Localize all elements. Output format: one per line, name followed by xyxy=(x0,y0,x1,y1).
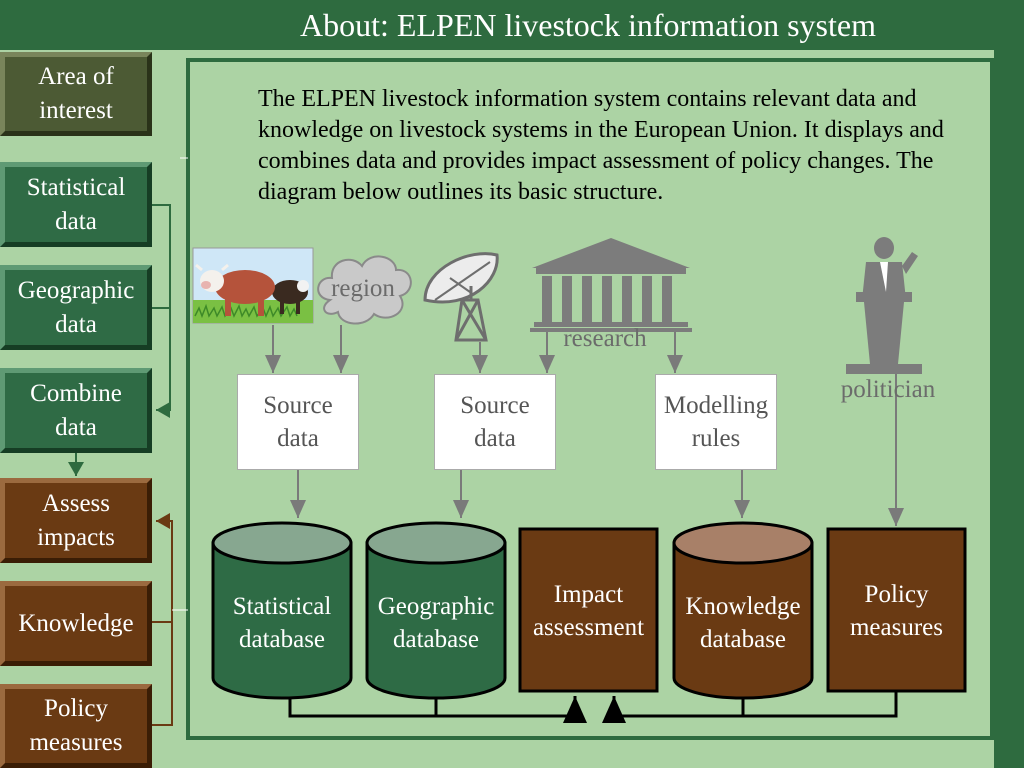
bottom-connectors xyxy=(288,691,898,723)
nav-label-line: Area of xyxy=(38,63,114,90)
knowledge-database-cylinder xyxy=(672,521,814,700)
db-label-line: database xyxy=(699,626,787,653)
research-label: research xyxy=(563,325,647,352)
nav-label-line: impacts xyxy=(37,523,115,551)
nav-label-line: Combine xyxy=(30,379,122,407)
politician-icon xyxy=(846,237,922,374)
satellite-dish-icon xyxy=(423,252,499,342)
db-label-line: measures xyxy=(849,614,944,641)
geographic-database-cylinder xyxy=(365,521,507,700)
db-label-line: Knowledge xyxy=(685,593,801,620)
nav-combine-data[interactable]: Combine data xyxy=(0,368,152,453)
geographic-database-label: Geographic database xyxy=(362,590,510,656)
db-label-line: assessment xyxy=(532,614,645,641)
nav-label-line: Knowledge xyxy=(18,609,134,637)
statistical-database-label: Statistical database xyxy=(213,590,351,656)
doc-label-line: rules xyxy=(691,425,741,452)
source-data-box-2: Source data xyxy=(435,375,555,469)
doc-label-line: data xyxy=(474,425,516,452)
nav-label-line: Geographic xyxy=(17,276,135,304)
right-border-strip xyxy=(994,50,1024,768)
policy-measures-box xyxy=(826,527,967,693)
doc-label-line: Source xyxy=(263,392,333,419)
doc-label-line: Source xyxy=(460,392,530,419)
db-label-line: Statistical xyxy=(232,593,332,620)
impact-assessment-box xyxy=(518,527,659,693)
db-label-line: Geographic xyxy=(377,593,495,620)
modelling-rules-box: Modelling rules xyxy=(656,375,776,469)
nav-label-line: Policy xyxy=(44,695,108,722)
nav-label-line: data xyxy=(55,207,97,235)
region-cloud-icon xyxy=(317,255,412,325)
page-title: About: ELPEN livestock information syste… xyxy=(300,7,876,43)
nav-label-line: data xyxy=(55,413,97,441)
impact-assessment-label: Impact assessment xyxy=(520,578,657,644)
region-label: region xyxy=(331,275,395,302)
doc-label-line: Modelling xyxy=(663,392,769,419)
db-label-line: Policy xyxy=(864,581,929,608)
title-bar xyxy=(0,0,1024,50)
nav-label-line: data xyxy=(55,310,97,338)
research-building-icon xyxy=(530,238,692,332)
nav-label-line: Statistical xyxy=(26,173,126,201)
nav-policy-measures[interactable]: Policy measures xyxy=(0,684,152,768)
nav-connectors xyxy=(68,157,188,726)
source-data-box-1: Source data xyxy=(238,375,358,469)
description-text: The ELPEN livestock information system c… xyxy=(258,86,944,205)
nav-label-line: measures xyxy=(29,729,123,756)
politician-label: politician xyxy=(840,376,936,403)
statistical-database-cylinder xyxy=(211,521,353,700)
nav-assess-impacts[interactable]: Assess impacts xyxy=(0,478,152,563)
nav-label-line: interest xyxy=(39,97,113,124)
nav-knowledge[interactable]: Knowledge xyxy=(0,581,152,666)
cattle-icon xyxy=(192,247,314,324)
nav-statistical-data[interactable]: Statistical data xyxy=(0,162,152,247)
nav-area-of-interest[interactable]: Area of interest xyxy=(0,52,152,136)
db-label-line: database xyxy=(238,626,326,653)
knowledge-database-label: Knowledge database xyxy=(669,590,817,656)
doc-label-line: data xyxy=(277,425,319,452)
db-label-line: Impact xyxy=(553,581,624,608)
nav-label-line: Assess xyxy=(41,489,111,517)
nav-geographic-data[interactable]: Geographic data xyxy=(0,265,152,350)
db-label-line: database xyxy=(392,626,480,653)
policy-measures-label: Policy measures xyxy=(828,578,965,644)
